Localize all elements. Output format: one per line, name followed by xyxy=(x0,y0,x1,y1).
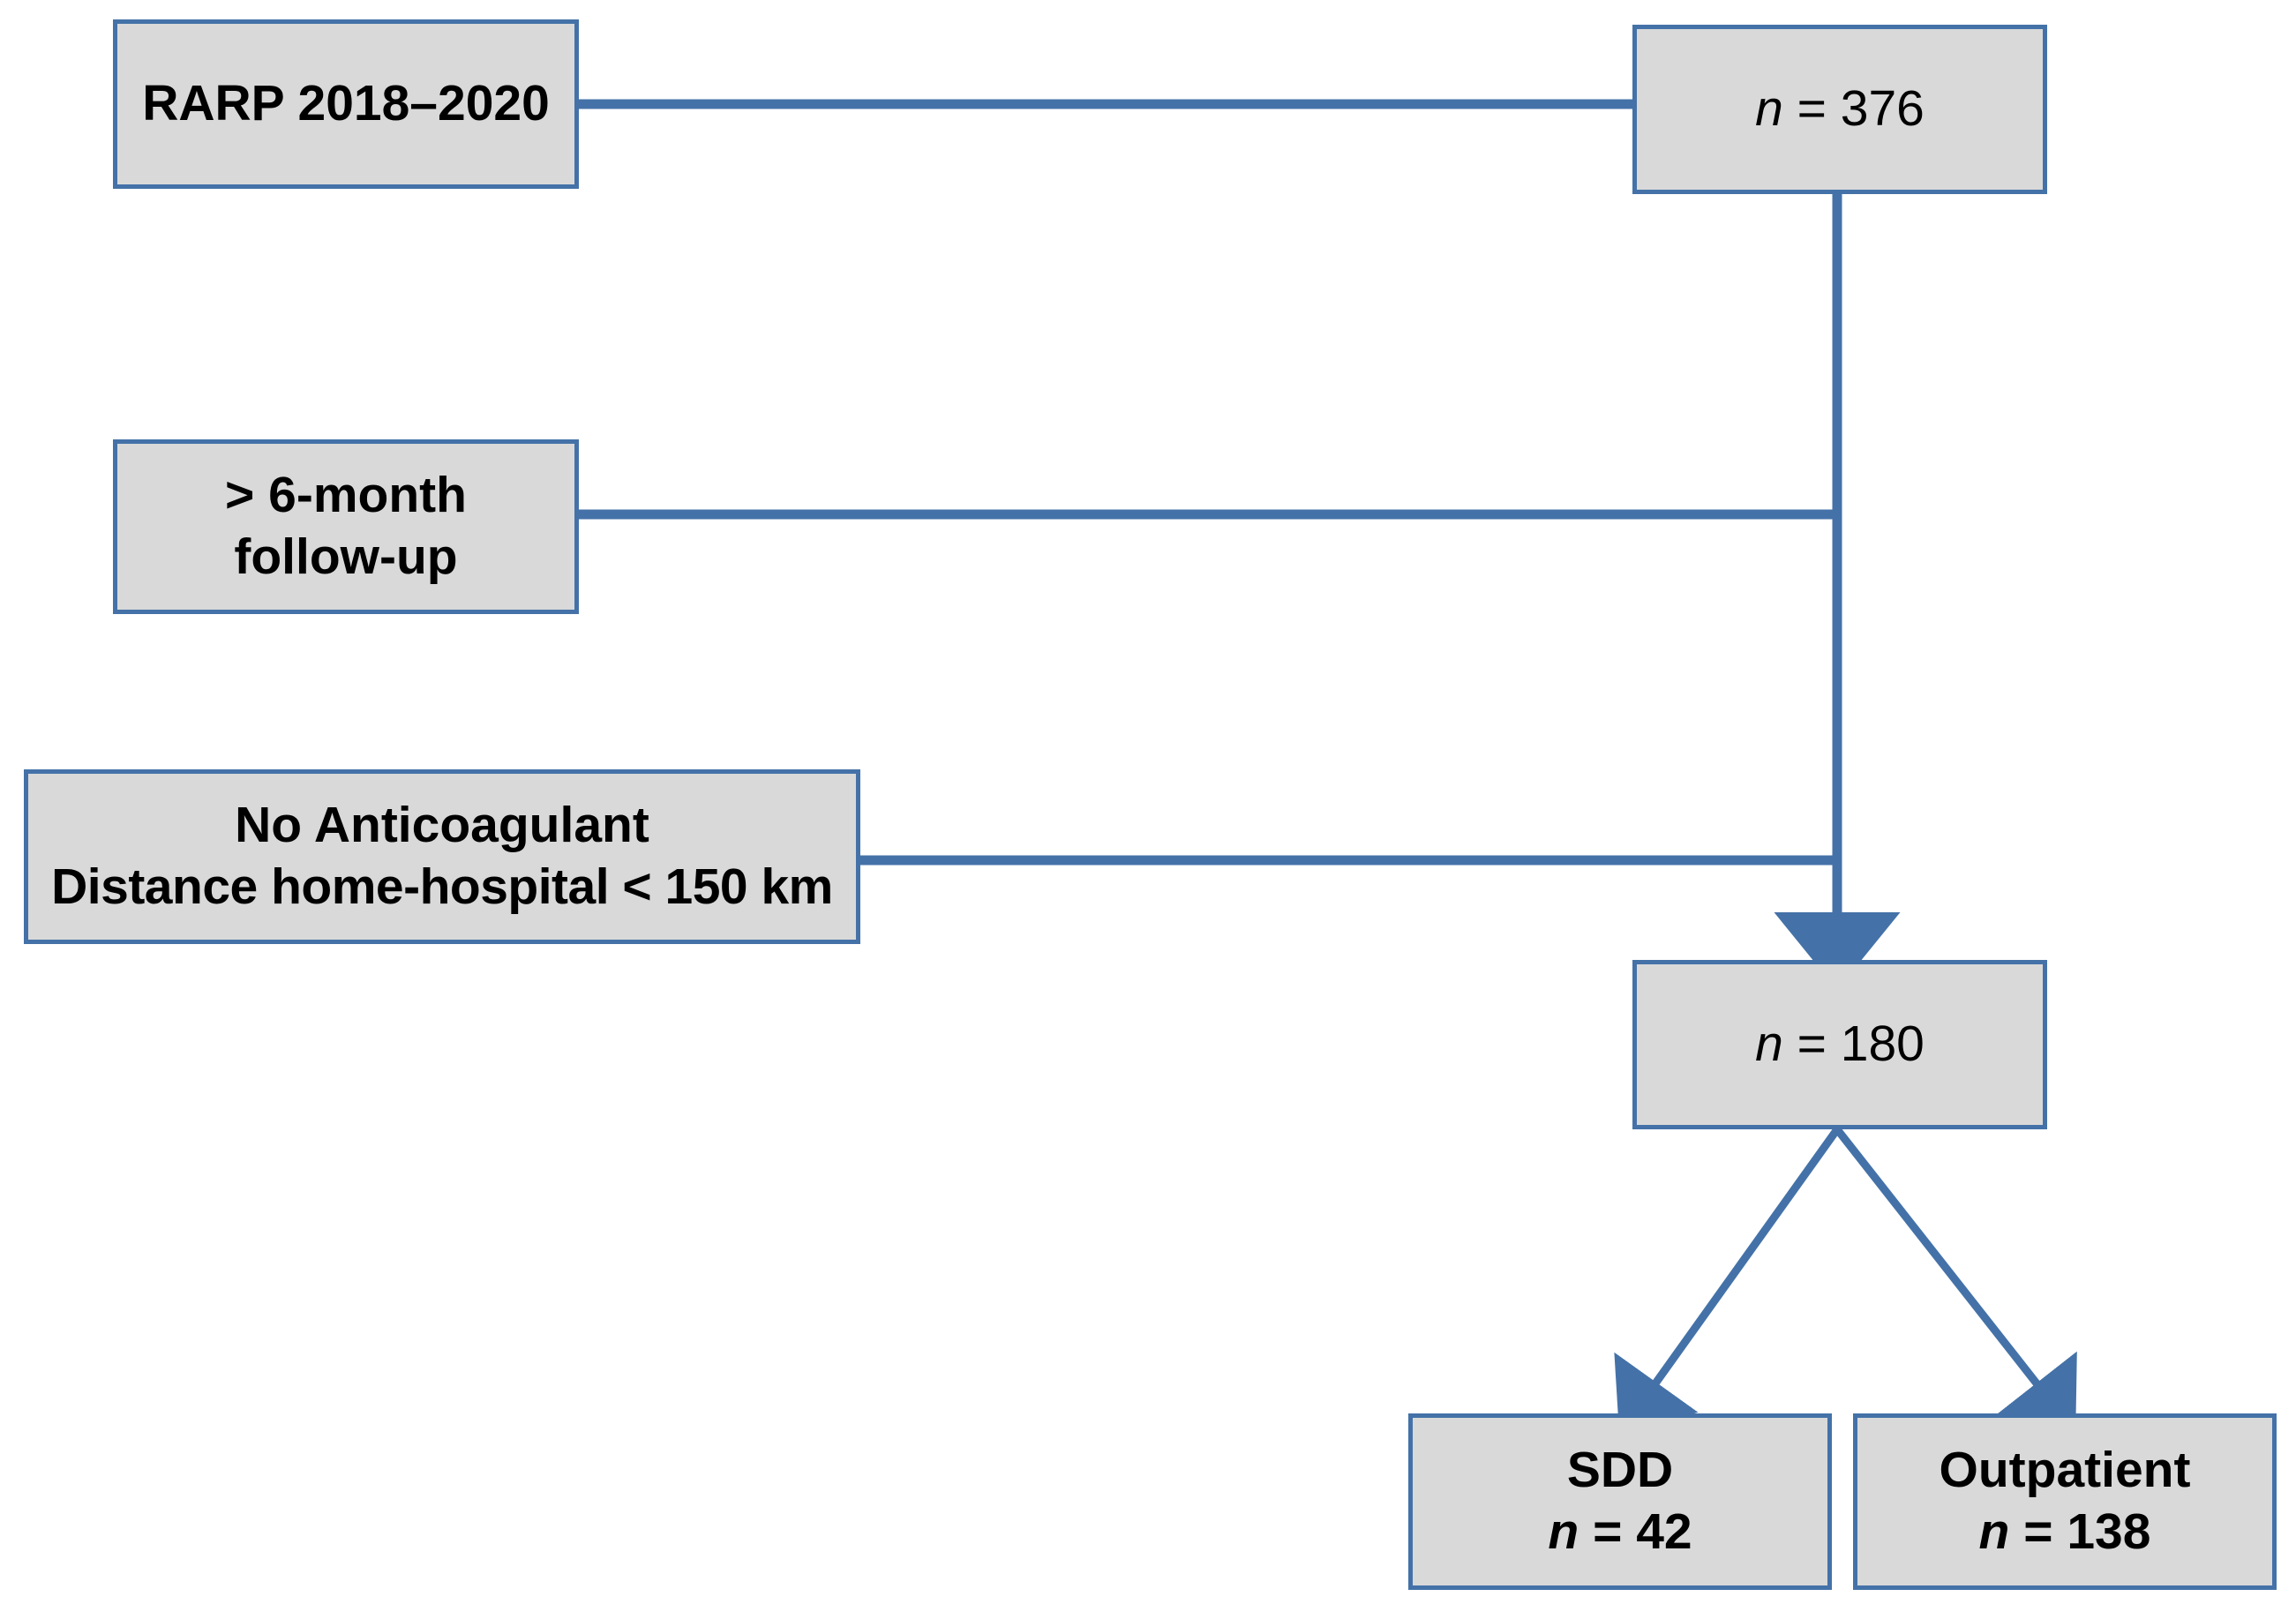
eligibility-criteria-line-2: Distance home-hospital < 150 km xyxy=(51,858,833,915)
outpatient-count-symbol: n xyxy=(1978,1503,2010,1560)
eligible-count-operator: = xyxy=(1797,1016,1827,1073)
followup-criterion-line-1: > 6-month xyxy=(225,467,467,524)
outpatient-group-label: Outpatient xyxy=(1939,1442,2191,1499)
followup-criterion-line-2: follow-up xyxy=(234,528,458,585)
eligible-count-label: n = 180 xyxy=(1755,1014,1925,1076)
sdd-group-box: SDD n = 42 xyxy=(1408,1413,1832,1590)
sdd-count-operator: = xyxy=(1593,1503,1623,1560)
eligible-count-symbol: n xyxy=(1755,1016,1783,1073)
rarp-cohort-label: RARP 2018–2020 xyxy=(142,75,550,132)
sdd-count-symbol: n xyxy=(1548,1503,1579,1560)
eligible-count-value: 180 xyxy=(1840,1016,1925,1073)
edge-eligible-to-outpatient xyxy=(1834,1127,2077,1434)
sdd-group-label: SDD xyxy=(1566,1442,1674,1499)
edge-eligible-to-sdd xyxy=(1614,1127,1841,1435)
total-count-operator: = xyxy=(1797,80,1827,138)
outpatient-group-box: Outpatient n = 138 xyxy=(1853,1413,2277,1590)
rarp-cohort-box: RARP 2018–2020 xyxy=(113,19,579,189)
total-count-symbol: n xyxy=(1755,80,1783,138)
sdd-group-count: n = 42 xyxy=(1548,1502,1692,1563)
total-count-box: n = 376 xyxy=(1632,25,2047,194)
total-count-label: n = 376 xyxy=(1755,79,1925,140)
eligible-count-box: n = 180 xyxy=(1632,960,2047,1129)
total-count-value: 376 xyxy=(1840,80,1925,138)
sdd-count-value: 42 xyxy=(1636,1503,1692,1560)
eligibility-criteria-line-1: No Anticoagulant xyxy=(235,797,649,854)
followup-criterion-box: > 6-month follow-up xyxy=(113,439,579,614)
eligibility-criteria-box: No Anticoagulant Distance home-hospital … xyxy=(24,769,860,944)
outpatient-count-operator: = xyxy=(2023,1503,2053,1560)
outpatient-count-value: 138 xyxy=(2067,1503,2151,1560)
outpatient-group-count: n = 138 xyxy=(1979,1502,2151,1563)
